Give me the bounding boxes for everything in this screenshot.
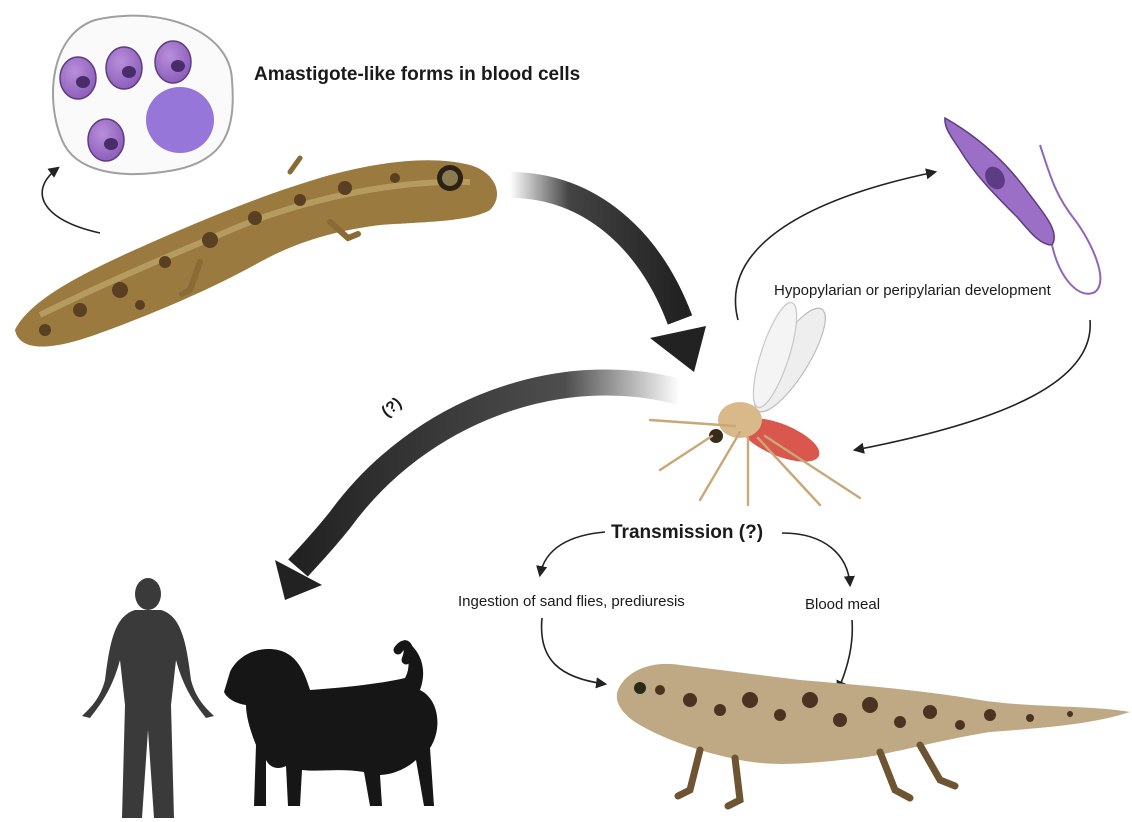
blood-meal-label: Blood meal xyxy=(805,596,880,613)
promastigote-icon xyxy=(945,118,1100,294)
gecko-to-sandfly-arrow xyxy=(510,185,680,320)
blood-cell-cluster-icon xyxy=(53,16,233,174)
development-label: Hypopylarian or peripylarian development xyxy=(774,282,1051,299)
ground-gecko-icon xyxy=(617,664,1130,806)
promastigote-to-sandfly-arrow xyxy=(855,320,1090,450)
transmission-right-arrow xyxy=(782,533,850,585)
transmission-left-arrow xyxy=(540,532,605,575)
ingestion-label: Ingestion of sand flies, prediuresis xyxy=(458,593,685,610)
transmission-label: Transmission (?) xyxy=(611,522,763,544)
amastigote-forms-label: Amastigote-like forms in blood cells xyxy=(254,64,580,86)
gecko-to-cells-arrow xyxy=(42,168,100,233)
ingestion-to-gecko-arrow xyxy=(542,618,605,684)
dog-silhouette-icon xyxy=(224,640,437,806)
wall-gecko-icon xyxy=(15,158,497,347)
bloodmeal-to-gecko-arrow xyxy=(838,620,852,690)
human-silhouette-icon xyxy=(82,578,214,818)
gecko-to-sandfly-arrowhead xyxy=(650,326,706,372)
sand-fly-icon xyxy=(650,298,860,505)
